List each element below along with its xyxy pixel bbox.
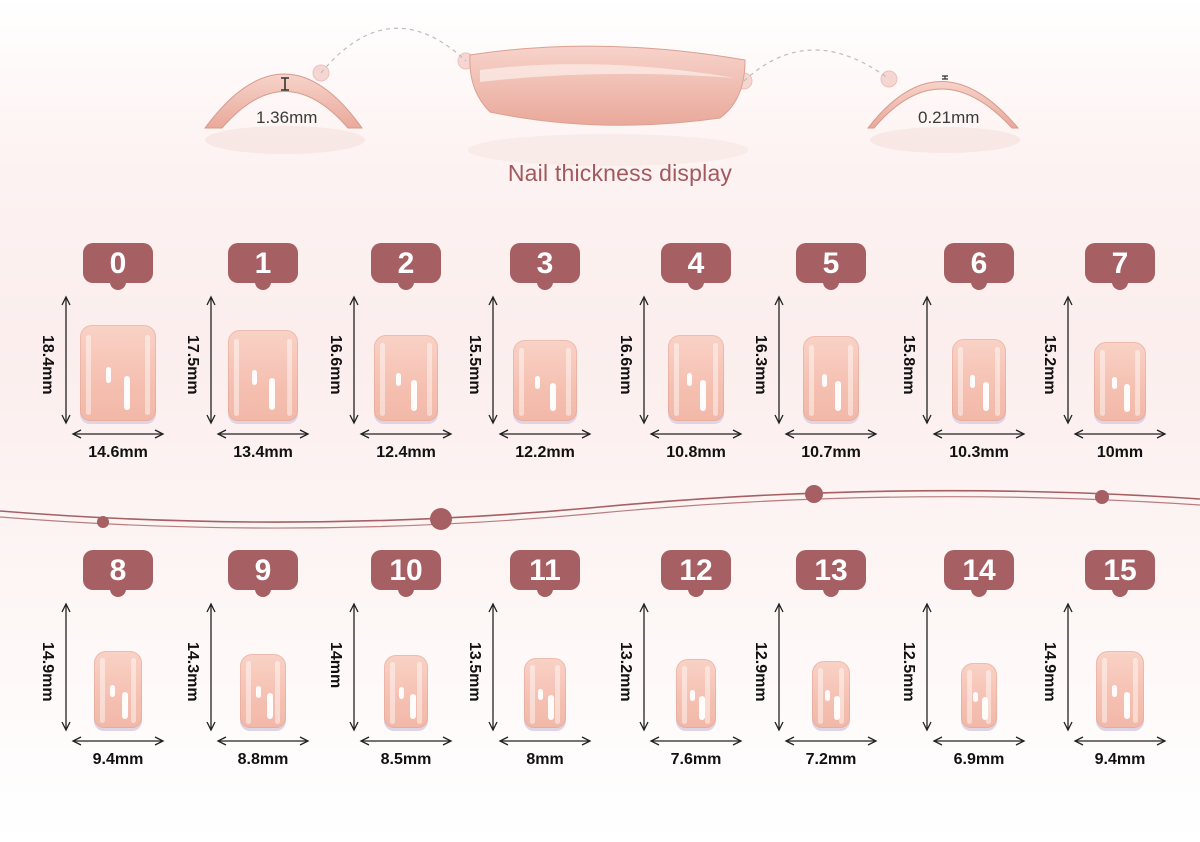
width-label-4: 10.8mm [666,444,726,461]
size-badge-4: 4 [661,243,731,290]
width-label-0: 14.6mm [88,444,148,461]
width-label-2: 12.4mm [376,444,436,461]
size-badge-3: 3 [510,243,580,290]
width-label-9: 8.8mm [237,751,289,768]
width-label-7: 10mm [1096,444,1144,461]
nail-tip-14 [961,663,997,728]
width-label-10: 8.5mm [380,751,432,768]
nail-tip-8 [93,650,143,728]
nail-tip-4 [667,334,725,421]
nail-tip-11 [524,657,566,728]
width-label-11: 8mm [526,751,564,768]
size-badge-14: 14 [944,550,1014,597]
nail-tip-13 [812,660,850,728]
height-label-15: 14.9mm [1041,642,1058,702]
left-cross-section [204,73,363,129]
size-badge-0: 0 [83,243,153,290]
size-badge-12: 12 [661,550,731,597]
nail-tip-10 [383,655,429,728]
size-badge-9: 9 [228,550,298,597]
nail-tip-1 [228,330,298,421]
size-badge-5: 5 [796,243,866,290]
width-label-8: 9.4mm [92,751,144,768]
width-label-1: 13.4mm [233,444,293,461]
section-title: Nail thickness display [507,160,733,186]
width-label-3: 12.2mm [515,444,575,461]
right-cross-section [866,81,1020,129]
width-label-12: 7.6mm [670,751,722,768]
width-label-14: 6.9mm [953,751,1005,768]
nail-tip-12 [676,659,716,728]
size-badge-10: 10 [371,550,441,597]
width-label-5: 10.7mm [801,444,861,461]
divider-wave [0,485,1200,530]
width-label-6: 10.3mm [949,444,1009,461]
nail-tip-5 [803,336,859,421]
size-badge-1: 1 [228,243,298,290]
left-thickness-label: 1.36mm [256,108,318,127]
size-badge-7: 7 [1085,243,1155,290]
size-badge-8: 8 [83,550,153,597]
nail-tip-9 [240,653,286,728]
nail-tip-3 [513,340,577,421]
size-badge-13: 13 [796,550,866,597]
right-thickness-label: 0.21mm [918,108,980,127]
width-label-15: 9.4mm [1094,751,1146,768]
nail-tip-15 [1095,650,1145,728]
nail-tip-0 [80,325,156,421]
width-label-13: 7.2mm [805,751,857,768]
size-badge-15: 15 [1085,550,1155,597]
nail-tip-2 [373,334,439,421]
size-badge-6: 6 [944,243,1014,290]
nail-tip-7 [1094,341,1146,421]
size-badge-11: 11 [510,550,580,597]
thickness-illustration [204,27,1020,166]
nail-tip-6 [952,338,1006,421]
size-badge-2: 2 [371,243,441,290]
